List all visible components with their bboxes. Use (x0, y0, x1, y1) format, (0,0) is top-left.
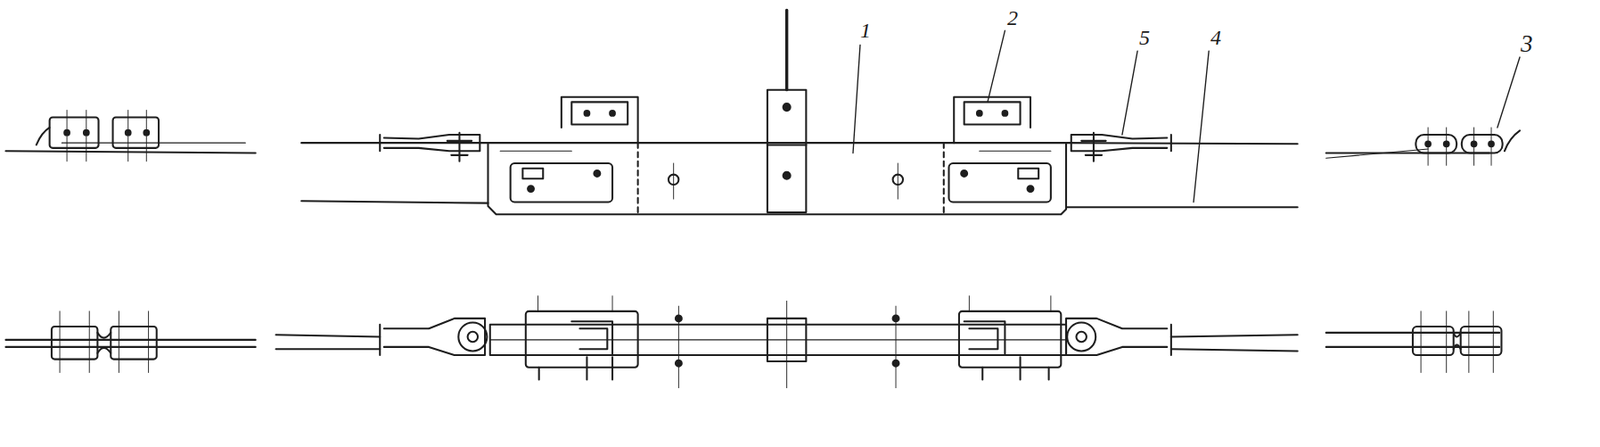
callout-number: 2 (1007, 7, 1018, 29)
callout-number: 4 (1210, 26, 1222, 49)
callout-number: 5 (1139, 26, 1150, 49)
callout-number: 3 (1520, 32, 1534, 57)
callout-number: 1 (860, 19, 871, 42)
